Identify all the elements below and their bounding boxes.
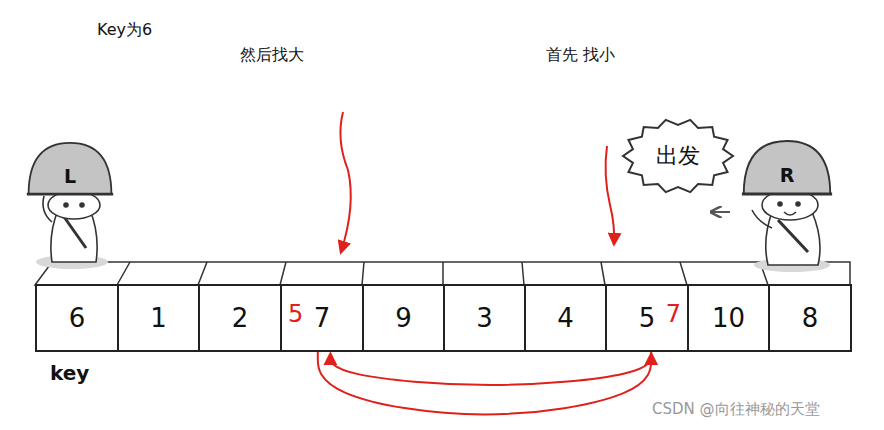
pointer-arrow: [606, 146, 615, 244]
cell-value: 1: [150, 303, 167, 333]
array-cell: 6: [35, 284, 119, 352]
r-figure: [752, 190, 830, 272]
key-label: key: [50, 361, 89, 385]
handwritten-value: 7: [666, 300, 681, 328]
helmet-outline: [29, 143, 112, 194]
pointer-arrow: [340, 112, 350, 252]
speech-bubble: 出发: [620, 116, 736, 196]
array-cell: 9: [362, 284, 445, 352]
l-figure: [36, 191, 108, 269]
step-text: 首先 找小: [546, 45, 615, 66]
helmet-outline: [744, 141, 830, 194]
helmet-rim: [742, 193, 832, 196]
note-text: Key为6: [97, 20, 152, 41]
array-cell: 75: [280, 284, 364, 352]
array-cell: 8: [768, 284, 852, 352]
cell-value: 6: [69, 303, 86, 333]
helmet-letter: L: [64, 165, 76, 187]
cell-value: 2: [232, 303, 249, 333]
array-cell: 10: [687, 284, 770, 352]
cell-tops: [35, 262, 850, 285]
cell-value: 8: [802, 303, 819, 333]
bubble-text: 出发: [656, 141, 700, 171]
cell-value: 7: [314, 303, 331, 333]
cell-value: 9: [395, 303, 412, 333]
swap-arrow: [330, 352, 651, 385]
array-cell: 1: [117, 284, 200, 352]
step-text: 然后找大: [240, 45, 304, 66]
motion-arrow: [712, 211, 730, 213]
cell-value: 10: [712, 303, 745, 333]
cell-value: 4: [557, 303, 574, 333]
watermark: CSDN @向往神秘的天堂: [652, 400, 820, 419]
bubble-outline: [623, 120, 733, 192]
helmet-r: R: [740, 138, 834, 198]
cell-value: 5: [639, 303, 656, 333]
swap-arrow: [318, 352, 651, 414]
array-cell: 2: [198, 284, 282, 352]
array-cell: 57: [605, 284, 689, 352]
array-cell: 3: [443, 284, 526, 352]
array-cell: 4: [524, 284, 607, 352]
helmet-letter: R: [780, 164, 795, 186]
cell-value: 3: [476, 303, 493, 333]
helmet-l: L: [25, 140, 115, 198]
helmet-rim: [27, 193, 113, 196]
handwritten-value: 5: [288, 300, 303, 328]
